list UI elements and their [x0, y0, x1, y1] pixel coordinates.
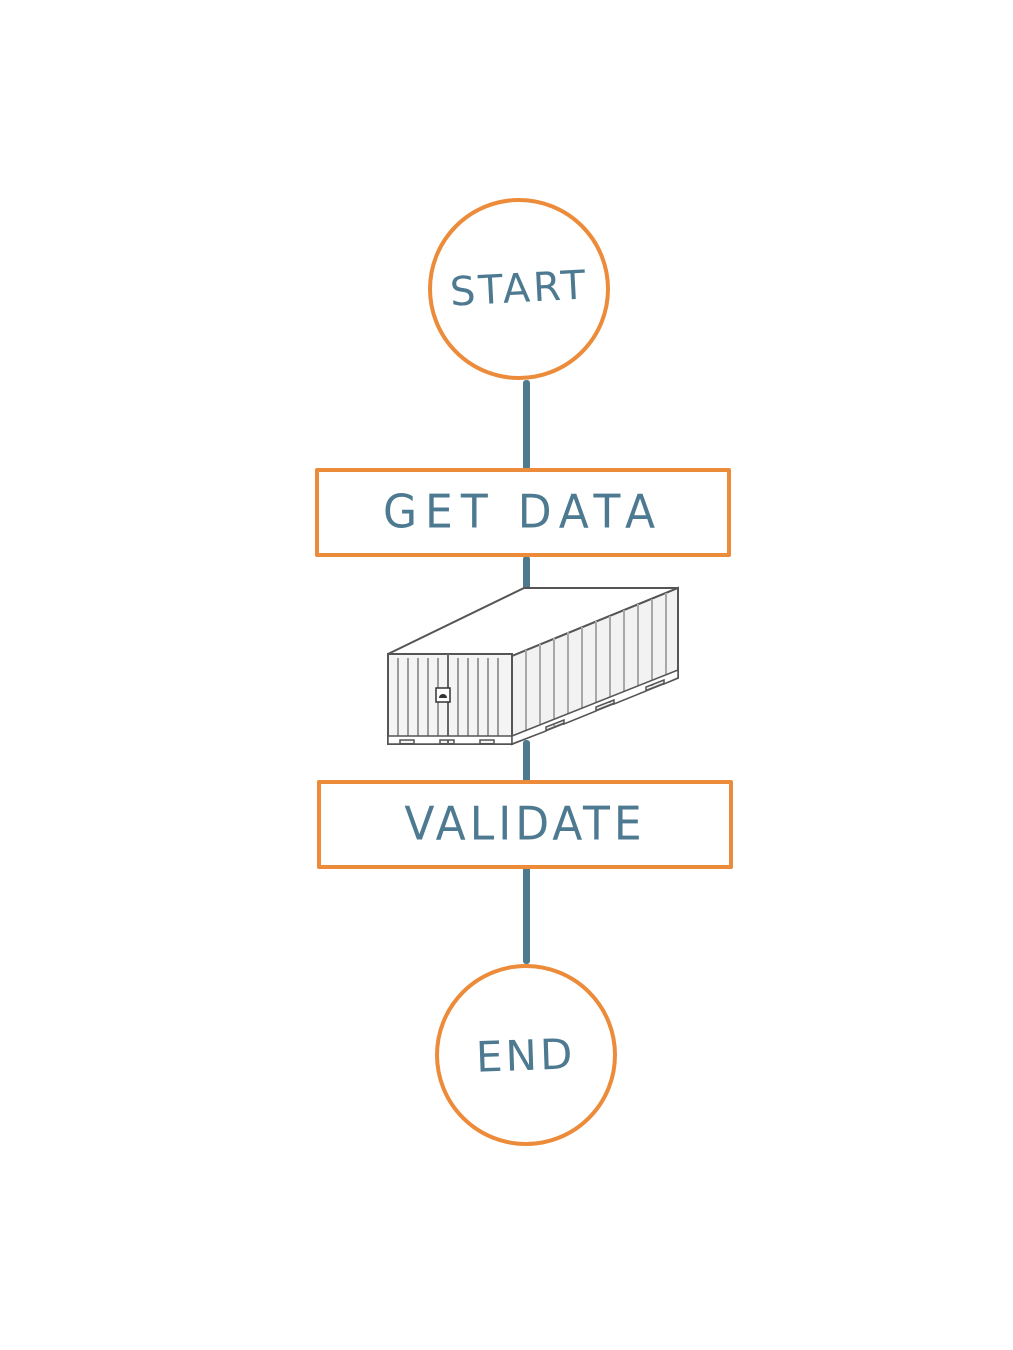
start-node: START: [428, 198, 610, 380]
connector-start-get-data: [523, 380, 530, 470]
get-data-label: GET DATA: [382, 485, 664, 540]
connector-validate-end: [523, 866, 530, 964]
get-data-node: GET DATA: [315, 468, 731, 557]
connector-get-data-container: [523, 556, 530, 602]
start-label: START: [448, 262, 590, 316]
end-label: END: [475, 1028, 577, 1082]
end-node: END: [435, 964, 617, 1146]
validate-label: VALIDATE: [404, 797, 646, 852]
validate-node: VALIDATE: [317, 780, 733, 869]
connector-container-validate: [523, 740, 530, 784]
shipping-container-icon: [387, 586, 679, 746]
